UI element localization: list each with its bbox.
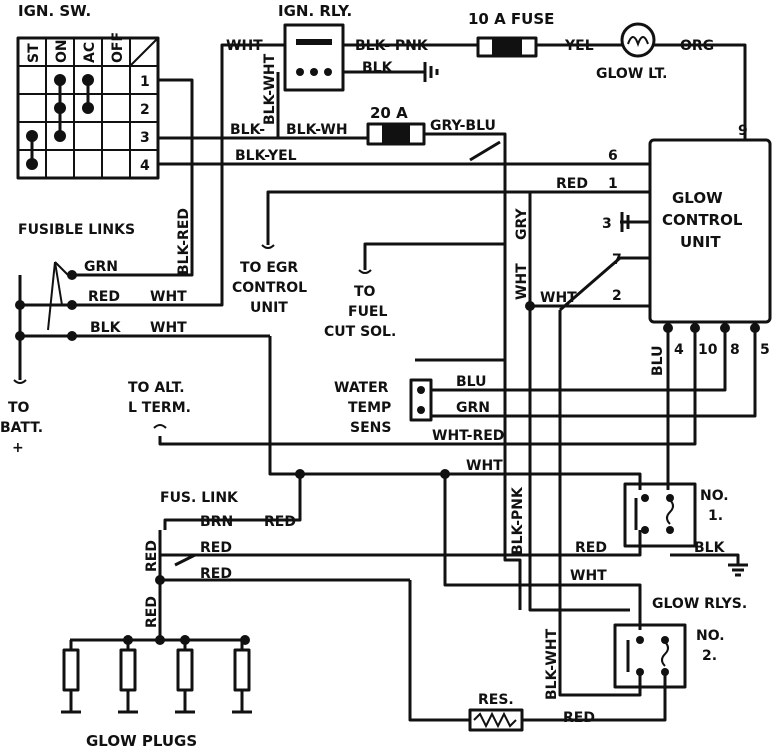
to-batt-line3: + [12,440,24,456]
relay-no2-line1: NO. [696,628,725,644]
gcu-title-2: CONTROL [662,211,743,229]
ign-row-1: 1 [140,74,150,90]
relay-no2-line2: 2. [702,648,717,664]
label-red-vert-2: RED [144,596,160,628]
gcu-pin-9: 9 [738,123,748,139]
ign-row-4: 4 [140,158,150,174]
ignition-relay: IGN. RLY. [278,2,352,92]
label-wht-fl2: WHT [150,320,187,336]
label-blu-gcu: BLU [650,346,666,376]
ign-row-3: 3 [140,130,150,146]
to-fuel-line3: CUT SOL. [324,324,396,340]
fuse-20a: 20 A [366,104,426,146]
label-blk-wh: BLK-WH [286,122,348,138]
gcu-pin-1: 1 [608,176,618,192]
label-blk-fl: BLK [90,320,122,336]
label-wht-no2: WHT [570,568,607,584]
to-batt-line2: BATT. [0,420,43,436]
label-blk-yel: BLK-YEL [235,148,297,164]
gcu-pin-8: 8 [730,342,740,358]
label-wht-mid: WHT [466,458,503,474]
to-egr-line1: TO EGR [240,260,298,276]
label-red-fl: RED [88,289,120,305]
fus-link-label: FUS. LINK [160,490,239,506]
fusible-links-label: FUSIBLE LINKS [18,222,135,238]
glow-plugs-label: GLOW PLUGS [86,732,197,750]
water-temp-line2: TEMP [348,400,391,416]
glow-light: GLOW LT. [596,22,667,82]
label-brn: BRN [200,514,233,530]
gcu-pin-4: 4 [674,342,684,358]
label-red-b: RED [200,566,232,582]
resistor-label: RES. [478,692,514,708]
relay-no1-line1: NO. [700,488,729,504]
label-wht-top: WHT [226,38,263,54]
to-alt-line2: L TERM. [128,400,191,416]
ignition-switch: IGN. SW. ST ON AC OFF 1 2 3 4 [16,2,160,180]
water-temp-line3: SENS [350,420,391,436]
ign-row-2: 2 [140,102,150,118]
glow-relays-label: GLOW RLYS. [652,596,747,612]
ign-col-ac: AC [82,42,98,63]
label-blk-relay: BLK [362,60,394,76]
gcu-pin-3: 3 [602,216,612,232]
glow-control-unit: GLOW CONTROL UNIT 9 6 1 3 7 2 4 10 8 5 [602,123,772,358]
glow-light-label: GLOW LT. [596,66,667,82]
label-org: ORG [680,38,714,54]
label-red-fus: RED [264,514,296,530]
label-blk-red: BLK-RED [176,208,192,275]
to-alt-line1: TO ALT. [128,380,185,396]
label-blk-pnk-top: BLK- PNK [355,38,429,54]
fuse-20a-title: 20 A [370,104,408,122]
to-batt-line1: TO [8,400,30,416]
label-red-no1: RED [575,540,607,556]
label-yel: YEL [564,38,594,54]
label-red-a: RED [200,540,232,556]
label-wht-vert: WHT [514,263,530,300]
gcu-title-3: UNIT [680,233,721,251]
to-fuel-line2: FUEL [348,304,387,320]
wiring [13,43,757,732]
label-wht-red: WHT-RED [432,428,504,444]
label-grn-ws: GRN [456,400,490,416]
to-fuel-line1: TO [354,284,376,300]
ign-col-st: ST [26,43,42,63]
label-blu-ws: BLU [456,374,486,390]
fuse-10a: 10 A FUSE [468,10,554,58]
ign-col-off: OFF [110,32,126,63]
label-red-res: RED [563,710,595,726]
label-gry: GRY [514,207,530,240]
gcu-pin-2: 2 [612,288,622,304]
fuse-10a-title: 10 A FUSE [468,10,554,28]
label-grn-fl: GRN [84,259,118,275]
label-blk-wht-vert: BLK-WHT [262,53,278,125]
gcu-title-1: GLOW [672,189,723,207]
label-wht-2: WHT [540,290,577,306]
to-egr-line2: CONTROL [232,280,307,296]
label-blk: BLK- [230,122,265,138]
gcu-pin-6: 6 [608,148,618,164]
label-blk-wht-vert2: BLK-WHT [544,628,560,700]
gcu-pin-10: 10 [698,342,718,358]
gcu-pin-5: 5 [760,342,770,358]
ign-col-on: ON [54,39,70,63]
glow-plugs [61,640,252,714]
label-wht-fl: WHT [150,289,187,305]
label-blk-no1: BLK [694,540,726,556]
to-egr-line3: UNIT [250,300,288,316]
ign-switch-title: IGN. SW. [18,2,91,20]
label-gry-blu: GRY-BLU [430,118,496,134]
label-blk-pnk-vert: BLK-PNK [510,486,526,555]
ign-relay-title: IGN. RLY. [278,2,352,20]
label-red-1: RED [556,176,588,192]
component-labels: FUSIBLE LINKS TO BATT. + TO EGR CONTROL … [0,222,747,750]
label-red-vert-1: RED [144,540,160,572]
wire-labels: WHT BLK- PNK BLK YEL ORG BLK-WHT BLK- BL… [84,38,726,726]
water-temp-line1: WATER [334,380,389,396]
relay-no1-line2: 1. [708,508,723,524]
